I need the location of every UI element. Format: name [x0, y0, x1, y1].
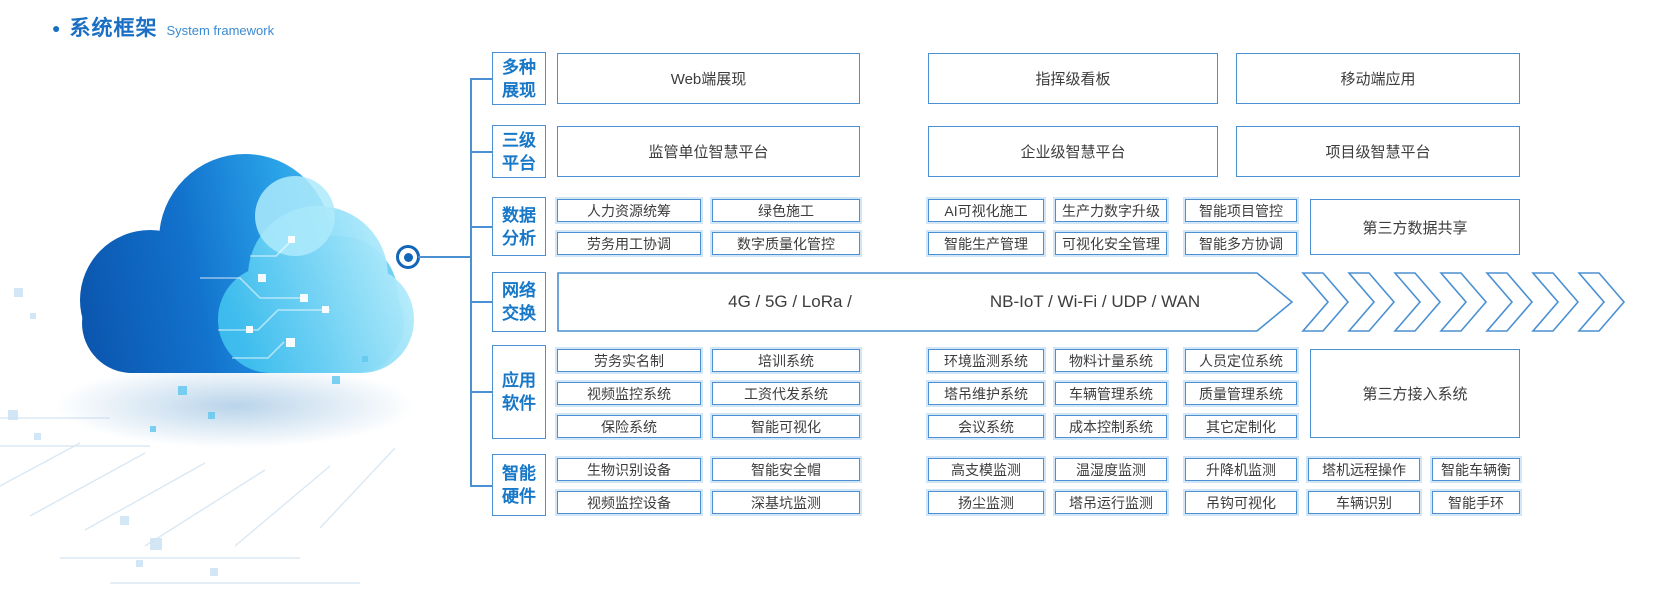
- stub-line-2: [470, 151, 492, 153]
- box-cost-control-system: 成本控制系统: [1055, 415, 1167, 438]
- category-platform: 三级平台: [492, 125, 546, 178]
- box-towercrane-maintenance-system: 塔吊维护系统: [928, 382, 1044, 405]
- box-labor-realname: 劳务实名制: [557, 349, 701, 372]
- box-payroll-system: 工资代发系统: [712, 382, 860, 405]
- category-applications: 应用软件: [492, 345, 546, 439]
- box-green-construction: 绿色施工: [712, 199, 860, 222]
- box-video-monitoring-device: 视频监控设备: [557, 491, 701, 514]
- box-vehicle-recognition: 车辆识别: [1308, 491, 1420, 514]
- box-deep-pit-monitoring: 深基坑监测: [712, 491, 860, 514]
- box-smart-helmet: 智能安全帽: [712, 458, 860, 481]
- cloud-connector-dot: [396, 245, 420, 269]
- bullet-icon: ●: [52, 20, 61, 36]
- box-smart-vehicle-scale: 智能车辆衡: [1432, 458, 1520, 481]
- box-hook-visualization: 吊钩可视化: [1185, 491, 1297, 514]
- box-env-monitoring-system: 环境监测系统: [928, 349, 1044, 372]
- title-zh: 系统框架: [69, 17, 158, 40]
- box-smart-visualization: 智能可视化: [712, 415, 860, 438]
- title-en: System framework: [166, 23, 275, 38]
- stub-line-3: [470, 226, 492, 228]
- box-temp-humidity-monitoring: 温湿度监测: [1055, 458, 1167, 481]
- box-digital-quality-control: 数字质量化管控: [712, 232, 860, 255]
- box-material-metering-system: 物料计量系统: [1055, 349, 1167, 372]
- box-formwork-monitoring: 高支模监测: [928, 458, 1044, 481]
- network-band: [557, 272, 1626, 332]
- box-biometric-device: 生物识别设备: [557, 458, 701, 481]
- box-quality-mgmt-system: 质量管理系统: [1185, 382, 1297, 405]
- box-thirdparty-access-system: 第三方接入系统: [1310, 349, 1520, 438]
- box-towercrane-remote-operation: 塔机远程操作: [1308, 458, 1420, 481]
- category-hardware: 智能硬件: [492, 454, 546, 516]
- box-project-platform: 项目级智慧平台: [1236, 126, 1520, 177]
- box-meeting-system: 会议系统: [928, 415, 1044, 438]
- network-protocols-left: 4G / 5G / LoRa /: [728, 292, 852, 311]
- stub-line-1: [470, 78, 492, 80]
- box-command-dashboard: 指挥级看板: [928, 53, 1218, 104]
- chevron-icons: [1301, 272, 1626, 332]
- box-visual-safety-mgmt: 可视化安全管理: [1055, 232, 1167, 255]
- box-ai-visual-construction: AI可视化施工: [928, 199, 1044, 222]
- box-mobile-app: 移动端应用: [1236, 53, 1520, 104]
- box-smart-wristband: 智能手环: [1432, 491, 1520, 514]
- box-dust-monitoring: 扬尘监测: [928, 491, 1044, 514]
- category-network: 网络交换: [492, 272, 546, 332]
- connector-line: [418, 256, 470, 258]
- stub-line-5: [470, 391, 492, 393]
- box-vehicle-mgmt-system: 车辆管理系统: [1055, 382, 1167, 405]
- box-thirdparty-data-share: 第三方数据共享: [1310, 199, 1520, 255]
- cloud-illustration: [0, 154, 415, 584]
- network-protocols-right: NB-IoT / Wi-Fi / UDP / WAN: [989, 292, 1201, 311]
- box-hr-planning: 人力资源统筹: [557, 199, 701, 222]
- box-insurance-system: 保险系统: [557, 415, 701, 438]
- box-smart-project-control: 智能项目管控: [1185, 199, 1297, 222]
- stub-line-6: [470, 485, 492, 487]
- box-towercrane-operation-monitoring: 塔吊运行监测: [1055, 491, 1167, 514]
- box-personnel-positioning-system: 人员定位系统: [1185, 349, 1297, 372]
- box-smart-multiparty: 智能多方协调: [1185, 232, 1297, 255]
- box-training-system: 培训系统: [712, 349, 860, 372]
- box-productivity-upgrade: 生产力数字升级: [1055, 199, 1167, 222]
- box-web-display: Web端展现: [557, 53, 860, 104]
- box-hoist-monitoring: 升降机监测: [1185, 458, 1297, 481]
- box-regulator-platform: 监管单位智慧平台: [557, 126, 860, 177]
- box-video-surveillance-system: 视频监控系统: [557, 382, 701, 405]
- category-display: 多种展现: [492, 52, 546, 105]
- trunk-line: [470, 78, 472, 486]
- category-data-analysis: 数据分析: [492, 197, 546, 256]
- box-smart-production-mgmt: 智能生产管理: [928, 232, 1044, 255]
- page-title: ● 系统框架 System framework: [52, 12, 274, 42]
- box-enterprise-platform: 企业级智慧平台: [928, 126, 1218, 177]
- box-other-customization: 其它定制化: [1185, 415, 1297, 438]
- box-labor-coordination: 劳务用工协调: [557, 232, 701, 255]
- stub-line-4: [470, 301, 492, 303]
